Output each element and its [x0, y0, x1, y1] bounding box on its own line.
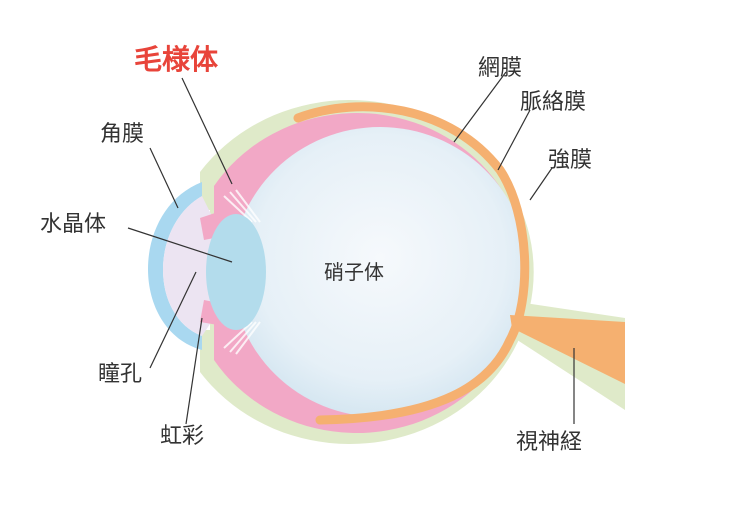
leader-iris [185, 317, 203, 425]
optic-nerve [510, 315, 625, 384]
choroid-label: 脈絡膜 [520, 90, 587, 115]
retina-label: 網膜 [478, 56, 523, 81]
ciliary-body-upper [214, 168, 257, 222]
leader-lens [127, 227, 233, 263]
leader-ciliary-body [181, 77, 233, 185]
leader-cornea [149, 147, 179, 209]
cornea-label: 角膜 [100, 122, 145, 147]
leader-pupil [149, 271, 197, 369]
pupil-label: 瞳孔 [98, 362, 143, 387]
lens-label: 水晶体 [40, 212, 107, 237]
retina-layer [293, 102, 530, 425]
iris-label: 虹彩 [160, 424, 205, 449]
leader-retina [453, 71, 507, 143]
cornea [148, 182, 202, 350]
vitreous-label: 硝子体 [324, 260, 384, 284]
zonular-fibers [223, 189, 261, 355]
leader-sclera [529, 167, 553, 201]
anterior-chamber [163, 196, 214, 336]
sclera-label: 強膜 [548, 148, 593, 173]
vitreous-body [232, 127, 528, 417]
leader-choroid [497, 109, 531, 171]
optic-nerve-label: 視神経 [516, 430, 583, 455]
lens [206, 214, 266, 330]
ciliary-body-label: 毛様体 [134, 43, 219, 76]
